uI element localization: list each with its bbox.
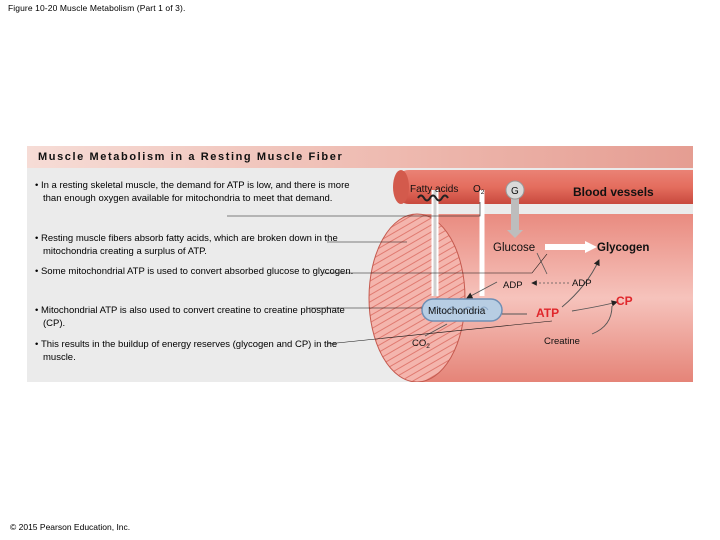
- copyright-notice: © 2015 Pearson Education, Inc.: [10, 522, 131, 532]
- bullet-resting-demand: In a resting skeletal muscle, the demand…: [35, 179, 363, 205]
- fatty-acid-squiggle: [417, 194, 449, 202]
- label-blood-vessels: Blood vessels: [573, 185, 654, 199]
- muscle-fiber-cross-section: [368, 213, 466, 382]
- figure-caption: Figure 10-20 Muscle Metabolism (Part 1 o…: [8, 3, 186, 13]
- bullet-fatty-acids: Resting muscle fibers absorb fatty acids…: [35, 232, 363, 258]
- bullet-glycogen: Some mitochondrial ATP is used to conver…: [35, 265, 363, 278]
- label-atp: ATP: [536, 306, 559, 320]
- panel-header: Muscle Metabolism in a Resting Muscle Fi…: [27, 146, 693, 168]
- label-g: G: [511, 186, 519, 197]
- label-glycogen: Glycogen: [597, 242, 649, 254]
- co2-arrow: [424, 323, 448, 337]
- creatine-to-cp-arrow: [591, 305, 613, 335]
- label-adp-right: ADP: [572, 278, 592, 289]
- label-creatine: Creatine: [544, 336, 580, 347]
- leader-line-5: [326, 320, 553, 345]
- label-cp: CP: [616, 294, 633, 308]
- figure-panel: Muscle Metabolism in a Resting Muscle Fi…: [27, 146, 693, 382]
- adp-to-mitochondria-arrow: [466, 281, 498, 299]
- label-adp-left: ADP: [503, 280, 523, 291]
- atp-to-cp-arrow: [571, 300, 618, 312]
- label-o2: O2: [473, 184, 485, 196]
- label-fatty-acids: Fatty acids: [410, 184, 458, 195]
- muscle-metabolism-diagram: Fatty acids O2 G Blood vessels Glucose G…: [227, 170, 693, 382]
- label-glucose: Glucose: [493, 242, 535, 254]
- label-co2: CO2: [412, 338, 430, 350]
- atp-to-glycogen-arrow: [561, 259, 600, 308]
- muscle-fiber: [417, 214, 693, 382]
- bullet-energy-reserves: This results in the buildup of energy re…: [35, 338, 363, 364]
- leader-line-3: [322, 253, 548, 274]
- label-mitochondria: Mitochondria: [428, 306, 486, 317]
- leader-line-1: [227, 202, 481, 217]
- glucose-to-adp-arrow: [536, 252, 548, 275]
- blood-vessel: [399, 170, 693, 204]
- bullet-creatine: Mitochondrial ATP is also used to conver…: [35, 304, 363, 330]
- mitochondria: [421, 298, 503, 322]
- panel-title: Muscle Metabolism in a Resting Muscle Fi…: [38, 151, 344, 163]
